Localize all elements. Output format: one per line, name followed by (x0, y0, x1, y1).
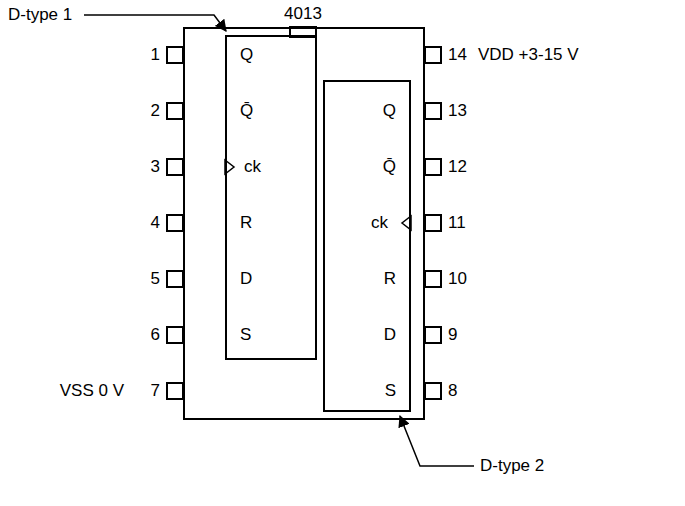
pin-number: 5 (151, 269, 160, 289)
pin (425, 383, 441, 399)
pin-number: 3 (151, 157, 160, 177)
pin-group (167, 47, 441, 399)
pin (167, 103, 183, 119)
leader-line (400, 416, 474, 466)
pin-number: 4 (151, 213, 160, 233)
pin-number: 9 (448, 325, 457, 345)
pin-function: Q̄ (383, 157, 396, 177)
flip-flop-block: Q Q̄ ckR D S (323, 80, 411, 412)
pin (425, 103, 441, 119)
pin-function: D (240, 269, 252, 289)
pin-number: 7 (151, 381, 160, 401)
flip-flop-block: Q Q̄ ckR D S (225, 35, 317, 360)
pin (425, 159, 441, 175)
ic-package: QQ̄ckRDSQQ̄ckRDS4013 (183, 27, 425, 420)
pin-function: Q (383, 101, 396, 121)
pin-function: ck (371, 213, 388, 233)
pin-function: S (385, 381, 396, 401)
pin (167, 47, 183, 63)
pin-number: 1 (151, 45, 160, 65)
pin-function: Q (240, 45, 253, 65)
pin (167, 271, 183, 287)
pin-function: R (240, 213, 252, 233)
pin-function: D (384, 325, 396, 345)
pin-number: 13 (448, 101, 467, 121)
callout-label: D-type 1 (8, 5, 72, 25)
pin (425, 271, 441, 287)
pin-number: 12 (448, 157, 467, 177)
pin-number: 14 (448, 45, 467, 65)
pin (425, 47, 441, 63)
pin-number: 8 (448, 381, 457, 401)
pin (167, 159, 183, 175)
pin (167, 327, 183, 343)
supply-label: VSS 0 V (60, 381, 124, 401)
pin (167, 383, 183, 399)
supply-label: VDD +3-15 V (478, 45, 579, 65)
pin-function: S (240, 325, 251, 345)
pin (425, 215, 441, 231)
pin-number: 10 (448, 269, 467, 289)
pin-number: 2 (151, 101, 160, 121)
pin-function: R (384, 269, 396, 289)
pin-number: 6 (151, 325, 160, 345)
pin (425, 327, 441, 343)
pin (167, 215, 183, 231)
pin-function: ck (244, 157, 261, 177)
pin-number: 11 (448, 213, 466, 233)
pin-function: Q̄ (240, 101, 253, 121)
callout-label: D-type 2 (480, 456, 544, 476)
part-number: 4013 (284, 4, 322, 24)
